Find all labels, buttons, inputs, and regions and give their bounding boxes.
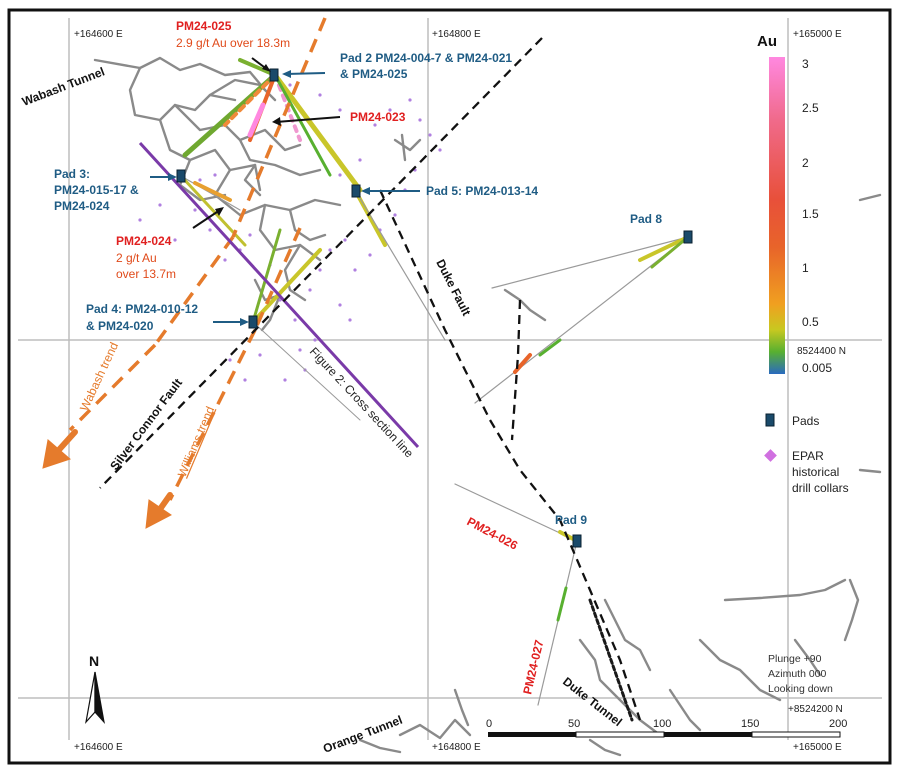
drill-traces — [179, 58, 690, 722]
pad8-marker[interactable] — [683, 230, 693, 244]
pm24-025-label: PM24-025 — [176, 19, 232, 33]
pad9-marker[interactable] — [572, 534, 582, 548]
pm24-025-result: 2.9 g/t Au over 18.3m — [176, 36, 290, 50]
svg-text:100: 100 — [653, 718, 671, 730]
svg-text:2.5: 2.5 — [802, 101, 819, 115]
grid-label-y1: 8524400 N — [797, 346, 846, 357]
pad3-label: Pad 3:PM24-015-17 &PM24-024 — [54, 167, 139, 213]
grid-label-bx2: +164800 E — [432, 742, 481, 753]
legend-collar-symbol — [764, 449, 777, 462]
grid-label-bx3: +165000 E — [793, 742, 842, 753]
duke-fault-label: Duke Fault — [433, 257, 473, 318]
grid-label-y2: +8524200 N — [788, 704, 843, 715]
pad8-label: Pad 8 — [630, 212, 662, 226]
pad2-marker[interactable] — [269, 68, 279, 82]
pads — [176, 68, 693, 548]
svg-text:1: 1 — [802, 261, 809, 275]
grid-label-x3: +165000 E — [793, 29, 842, 40]
legend-colorbar — [769, 57, 785, 374]
map-frame — [7, 8, 892, 765]
north-arrow: N — [85, 653, 105, 724]
cross-section-label: Figure 2: Cross section line — [307, 344, 417, 460]
pad5-marker[interactable] — [351, 184, 361, 198]
svg-text:200: 200 — [829, 718, 847, 730]
grid-label-x1: +164600 E — [74, 29, 123, 40]
grid — [18, 18, 882, 740]
legend-pads-label: Pads — [792, 414, 819, 428]
fault-lines — [99, 37, 642, 721]
svg-text:150: 150 — [741, 718, 759, 730]
pm24-023-label: PM24-023 — [350, 110, 406, 124]
svg-text:2: 2 — [802, 156, 809, 170]
svg-text:0.5: 0.5 — [802, 315, 819, 329]
grid-label-bx1: +164600 E — [74, 742, 123, 753]
legend-ticks: 3 2.5 2 1.5 1 0.5 0.005 — [802, 57, 832, 375]
scale-bar: 0 50 100 150 200 — [486, 718, 847, 738]
svg-text:1.5: 1.5 — [802, 207, 819, 221]
pad2-label: Pad 2 PM24-004-7 & PM24-021& PM24-025 — [340, 51, 512, 81]
legend-pad-symbol — [765, 413, 775, 427]
williams-trend-label: Williams trend — [175, 404, 217, 479]
svg-text:3: 3 — [802, 57, 809, 71]
trend-lines — [68, 17, 327, 501]
pm24-026-label: PM24-026 — [465, 514, 521, 553]
pad9-label: Pad 9 — [555, 513, 587, 527]
svg-text:0: 0 — [486, 718, 492, 730]
cross-section-line — [138, 141, 420, 449]
svg-text:0.005: 0.005 — [802, 361, 832, 375]
svg-text:50: 50 — [568, 718, 580, 730]
historical-collars — [138, 83, 442, 382]
pad3-marker[interactable] — [176, 169, 186, 183]
underground-workings — [93, 56, 882, 757]
legend-title: Au — [757, 33, 777, 50]
callout-arrows — [150, 57, 420, 326]
trend-arrows — [42, 429, 173, 529]
grid-label-x2: +164800 E — [432, 29, 481, 40]
pad4-label: Pad 4: PM24-010-12& PM24-020 — [86, 302, 198, 333]
north-label: N — [89, 653, 99, 669]
silver-connor-fault-label: Silver Connor Fault — [107, 376, 185, 473]
pm24-024-label: PM24-024 — [116, 234, 172, 248]
wabash-tunnel-label: Wabash Tunnel — [20, 64, 107, 108]
pad5-label: Pad 5: PM24-013-14 — [426, 184, 538, 198]
pad4-marker[interactable] — [248, 315, 258, 329]
